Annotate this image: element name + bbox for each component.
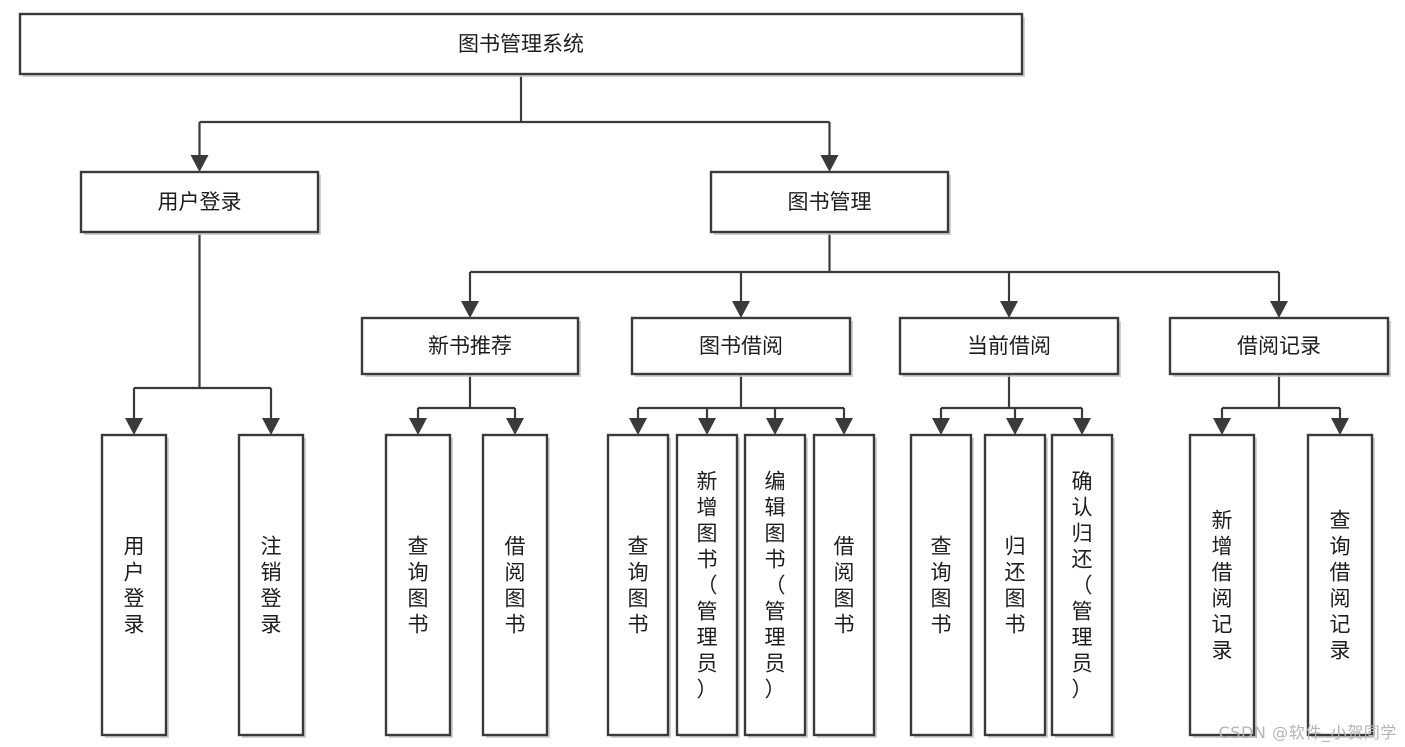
node-label: 当前借阅 [967, 334, 1051, 358]
node-leaf-borrow-edit[interactable]: 编辑图书（管理员） [743, 433, 808, 738]
node-label: 编辑图书（管理员） [765, 469, 786, 701]
arrow-head-icon [506, 418, 524, 435]
arrow-head-icon [262, 418, 280, 435]
node-label: 借阅记录 [1237, 334, 1321, 358]
node-label: 查询图书 [931, 534, 952, 636]
node-label: 用户登录 [158, 190, 242, 214]
arrow-head-icon [629, 418, 647, 435]
arrow-head-icon [1000, 301, 1018, 318]
node-label: 新增借阅记录 [1212, 508, 1233, 662]
node-label: 图书管理系统 [458, 32, 584, 56]
node-label: 图书管理 [788, 190, 872, 214]
node-leaf-borrow-query[interactable]: 查询图书 [606, 433, 671, 738]
node-label: 图书借阅 [699, 334, 783, 358]
node-label: 查询图书 [628, 534, 649, 636]
node-book-borrow[interactable]: 图书借阅 [630, 316, 853, 377]
node-label: 确认归还（管理员） [1072, 469, 1093, 701]
node-leaf-user-logout[interactable]: 注销登录 [237, 433, 306, 738]
arrow-head-icon [932, 418, 950, 435]
arrow-head-icon [461, 301, 479, 318]
node-current-borrow[interactable]: 当前借阅 [898, 316, 1121, 377]
arrow-head-icon [1073, 418, 1091, 435]
arrow-head-icon [1006, 418, 1024, 435]
node-label: 借阅图书 [834, 534, 855, 636]
node-label: 新增图书（管理员） [697, 469, 718, 701]
arrow-head-icon [409, 418, 427, 435]
node-label: 归还图书 [1005, 534, 1026, 636]
arrow-head-icon [732, 301, 750, 318]
connector-layer [125, 74, 1349, 435]
node-label: 查询借阅记录 [1330, 508, 1351, 662]
arrow-head-icon [1331, 418, 1349, 435]
arrow-head-icon [125, 418, 143, 435]
node-leaf-user-login[interactable]: 用户登录 [100, 433, 169, 738]
node-root[interactable]: 图书管理系统 [18, 12, 1025, 77]
arrow-head-icon [820, 155, 839, 172]
node-book-manage[interactable]: 图书管理 [709, 170, 951, 235]
node-new-book-recommend[interactable]: 新书推荐 [360, 316, 581, 377]
node-leaf-recommend-borrow[interactable]: 借阅图书 [481, 433, 550, 738]
arrow-head-icon [698, 418, 716, 435]
node-leaf-current-query[interactable]: 查询图书 [909, 433, 974, 738]
node-label: 查询图书 [408, 534, 429, 636]
node-leaf-current-return[interactable]: 归还图书 [983, 433, 1048, 738]
node-leaf-record-add[interactable]: 新增借阅记录 [1188, 433, 1257, 738]
node-label: 新书推荐 [428, 334, 512, 358]
node-leaf-record-query[interactable]: 查询借阅记录 [1306, 433, 1375, 738]
node-label: 用户登录 [124, 534, 145, 636]
node-layer: 图书管理系统用户登录图书管理新书推荐图书借阅当前借阅借阅记录用户登录注销登录查询… [18, 12, 1391, 738]
node-label: 注销登录 [261, 534, 282, 636]
arrow-head-icon [190, 155, 209, 172]
node-label: 借阅图书 [505, 534, 526, 636]
node-leaf-recommend-query[interactable]: 查询图书 [384, 433, 453, 738]
arrow-head-icon [1270, 301, 1288, 318]
node-leaf-borrow-add[interactable]: 新增图书（管理员） [675, 433, 740, 738]
node-leaf-borrow-lend[interactable]: 借阅图书 [812, 433, 877, 738]
arrow-head-icon [766, 418, 784, 435]
watermark-label: CSDN @软件_小贺同学 [1218, 723, 1397, 742]
node-borrow-record[interactable]: 借阅记录 [1168, 316, 1391, 377]
arrow-head-icon [835, 418, 853, 435]
node-user-login[interactable]: 用户登录 [79, 170, 321, 235]
arrow-head-icon [1213, 418, 1231, 435]
node-leaf-current-confirm[interactable]: 确认归还（管理员） [1050, 433, 1115, 738]
